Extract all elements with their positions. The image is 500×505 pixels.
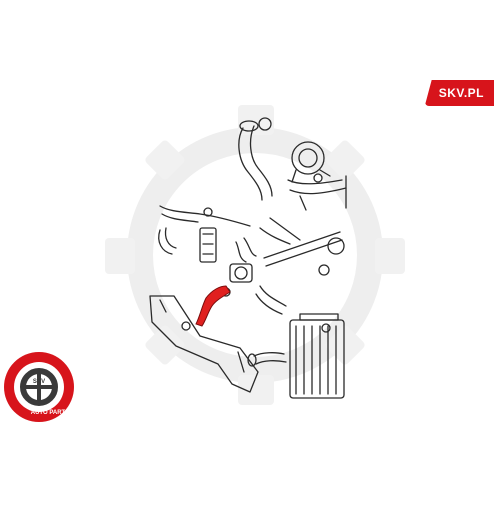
highlighted-hose[interactable] (195, 285, 231, 327)
svg-text:AUTO PARTS: AUTO PARTS (31, 410, 69, 416)
gear-teeth-watermark (105, 105, 405, 405)
svg-text:SKV: SKV (33, 379, 45, 385)
hose-assembly-lines (149, 117, 347, 399)
gear-watermark-icon (127, 127, 383, 383)
auto-parts-seal-icon: SKV AUTO PARTS (4, 352, 74, 422)
brand-badge: SKV.PL (424, 80, 494, 106)
